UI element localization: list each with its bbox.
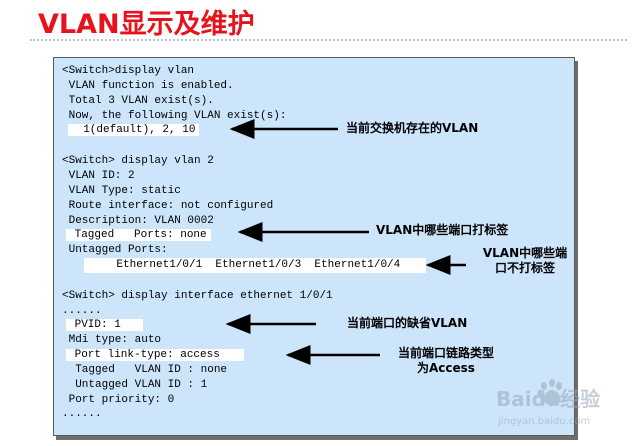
annotation-untagged-line-2: 口不打标签: [494, 261, 555, 275]
link-type-line: Port link-type: access: [66, 349, 244, 362]
terminal-line: VLAN Type: static: [62, 185, 181, 197]
terminal-line: Untagged VLAN ID : 1: [62, 379, 208, 391]
annotation-untagged-ports: VLAN中哪些端 口不打标签: [470, 246, 580, 276]
tagged-ports-line: Tagged Ports: none: [66, 229, 211, 242]
title-divider: [30, 39, 627, 41]
terminal-line: Total 3 VLAN exist(s).: [62, 95, 214, 107]
pvid-line: PVID: 1: [66, 319, 143, 332]
terminal-line: <Switch>display vlan: [62, 65, 195, 77]
untagged-ports-highlight: Ethernet1/0/1 Ethernet1/0/3 Ethernet1/0/…: [84, 258, 426, 273]
link-type-highlight: Port link-type: access: [66, 349, 244, 361]
watermark-url: jingyan.baidu.com: [497, 416, 590, 427]
terminal-line: VLAN function is enabled.: [62, 80, 234, 92]
terminal-line: Description: VLAN 0002: [62, 215, 214, 227]
terminal-line: Untagged Ports:: [62, 244, 168, 256]
terminal-line: ......: [62, 305, 102, 317]
annotation-link-type: 当前端口链路类型 为Access: [388, 346, 504, 376]
annotation-pvid: 当前端口的缺省VLAN: [347, 316, 468, 330]
terminal-panel: [53, 57, 575, 436]
terminal-line: VLAN ID: 2: [62, 170, 135, 182]
pvid-highlight: PVID: 1: [66, 319, 143, 331]
tagged-ports-highlight: Tagged Ports: none: [66, 229, 211, 241]
watermark-brand: Baidu经验: [496, 387, 600, 411]
annotation-link-type-line-1: 当前端口链路类型: [397, 346, 494, 360]
annotation-tagged-ports: VLAN中哪些端口打标签: [376, 223, 509, 237]
annotation-link-type-line-2: 为Access: [417, 361, 475, 375]
terminal-line: Port priority: 0: [62, 394, 175, 406]
page-title: VLAN显示及维护: [38, 9, 255, 40]
terminal-line: Route interface: not configured: [62, 200, 274, 212]
terminal-line: Mdi type: auto: [62, 334, 162, 346]
terminal-line: Tagged VLAN ID : none: [62, 364, 228, 376]
vlan-list-line: 1(default), 2, 10: [68, 124, 200, 137]
terminal-line: <Switch> display vlan 2: [62, 155, 214, 167]
baidu-watermark-logo: Baidu经验 jingyan.baidu.com: [496, 379, 600, 427]
annotation-vlan-exist: 当前交换机存在的VLAN: [346, 121, 479, 135]
annotation-untagged-line-1: VLAN中哪些端: [482, 246, 568, 260]
terminal-line: Now, the following VLAN exist(s):: [62, 110, 287, 122]
terminal-line: ......: [62, 408, 102, 420]
terminal-line: <Switch> display interface ethernet 1/0/…: [62, 290, 333, 302]
vlan-list-highlight: 1(default), 2, 10: [68, 124, 200, 136]
